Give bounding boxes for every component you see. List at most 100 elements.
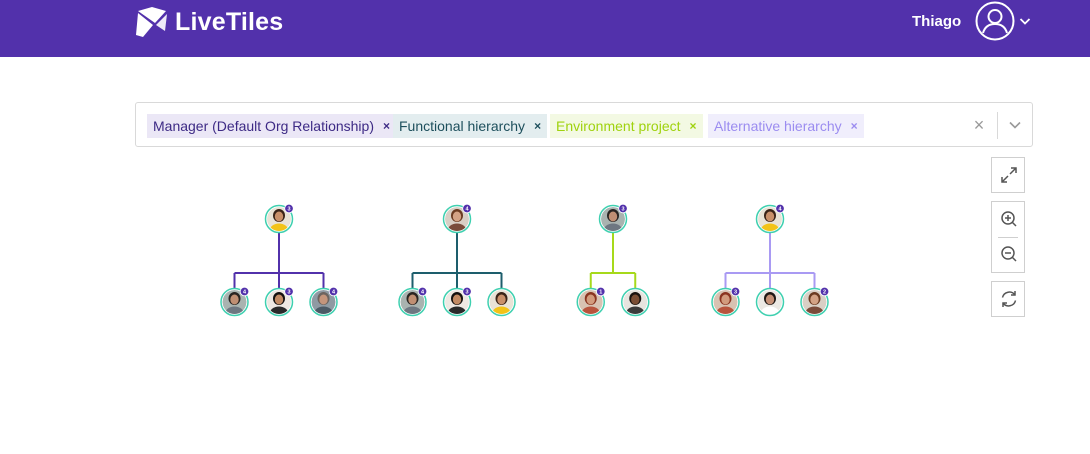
badge-count: 4 [465,206,469,212]
avatar-photo [758,207,782,231]
report-count-badge: 4 [239,286,250,297]
badge-dot [284,203,294,214]
fullscreen-icon [1001,167,1017,183]
avatar-body [626,306,645,314]
report-count-badge: 3 [462,286,472,297]
badge-dot [328,286,339,297]
livetiles-logo[interactable]: LiveTiles [135,5,283,39]
avatar-body [716,306,735,314]
badge-count: 4 [332,289,336,295]
avatar-face [452,294,462,305]
avatar-face [608,211,618,222]
avatar-body [403,306,422,314]
avatar-body [492,306,511,314]
badge-count: 3 [287,289,290,295]
org-node-root[interactable]: 3 [264,203,294,236]
avatar-face [230,294,239,305]
report-count-badge: 3 [618,203,628,214]
clear-all-icon[interactable]: × [973,115,985,135]
report-count-badge: 3 [284,203,294,214]
badge-dot [462,203,472,214]
report-count-badge: 3 [284,286,294,297]
avatar-face [274,294,284,305]
report-count-badge: 2 [819,286,830,297]
avatar-photo [489,290,514,314]
org-node-child[interactable] [755,287,785,320]
badge-dot [730,286,741,297]
hierarchy-tree [724,233,816,288]
chip-label: Functional hierarchy [399,118,526,134]
org-node-child[interactable]: 4 [398,286,428,319]
org-node-root[interactable]: 3 [598,203,628,236]
avatar-body [448,223,466,231]
avatar-face [408,294,417,305]
badge-count: 3 [465,289,468,295]
avatar-body [448,306,466,314]
hierarchy-tree [411,233,503,288]
badge-count: 3 [734,289,737,295]
avatar-body [805,306,824,314]
livetiles-logo-icon [136,7,167,37]
avatar-photo [222,290,247,314]
avatar-face [631,294,640,305]
user-name: Thiago [912,13,962,30]
chip-remove-icon[interactable]: × [383,119,391,133]
avatar-body [761,306,779,314]
report-count-badge: 4 [417,286,428,297]
fullscreen-button[interactable] [991,157,1025,193]
top-bar: LiveTiles Thiago [0,0,1090,57]
avatar-face [274,211,284,222]
badge-dot [417,286,428,297]
org-node-child[interactable]: 4 [309,286,339,319]
filter-divider [997,112,998,139]
org-node-child[interactable] [621,287,650,320]
report-count-badge: 4 [775,203,785,214]
avatar-face [319,294,328,305]
org-node-child[interactable]: 3 [711,286,741,319]
user-menu[interactable]: Thiago [912,0,1042,44]
avatar-photo [445,207,469,231]
chevron-down-icon [1019,18,1031,25]
org-node-child[interactable]: 1 [576,286,606,319]
chip-label: Environment project [556,118,681,134]
report-count-badge: 4 [328,286,339,297]
chip-remove-icon[interactable]: × [534,119,542,133]
hierarchy-filter-select[interactable]: Manager (Default Org Relationship) × Fun… [135,102,1033,147]
zoom-in-icon [1001,211,1017,227]
org-node-child[interactable]: 4 [220,286,250,319]
avatar-body [225,306,244,314]
report-count-badge: 4 [462,203,472,214]
reset-view-button[interactable] [991,281,1025,317]
avatar-face [721,294,730,305]
avatar-photo [267,207,291,231]
chip-label: Manager (Default Org Relationship) [153,118,374,134]
avatar-face [497,294,506,305]
avatar-photo [578,290,603,314]
org-node-child[interactable]: 2 [800,286,830,319]
chip-remove-icon[interactable]: × [850,119,858,133]
org-node-child[interactable]: 3 [442,286,472,319]
zoom-out-button[interactable] [992,238,1024,272]
org-node-root[interactable]: 4 [442,203,472,236]
user-avatar-icon [975,1,1015,41]
badge-dot [284,286,294,297]
org-node-child[interactable] [487,287,516,320]
zoom-in-button[interactable] [992,202,1024,237]
org-node-root[interactable]: 4 [755,203,785,236]
avatar-photo [311,290,336,314]
avatar-photo [400,290,425,314]
chip-functional: Functional hierarchy × [393,114,548,138]
zoom-controls [991,201,1025,273]
avatar-body [270,223,288,231]
chip-environment: Environment project × [550,114,703,138]
avatar-face [765,211,775,222]
chip-remove-icon[interactable]: × [689,119,697,133]
badge-count: 4 [421,289,425,295]
avatar-photo [802,290,827,314]
brand-name: LiveTiles [175,7,284,36]
chevron-down-icon[interactable] [1008,119,1022,131]
avatar-face [586,294,595,305]
badge-count: 1 [599,289,602,295]
org-node-child[interactable]: 3 [264,286,294,319]
